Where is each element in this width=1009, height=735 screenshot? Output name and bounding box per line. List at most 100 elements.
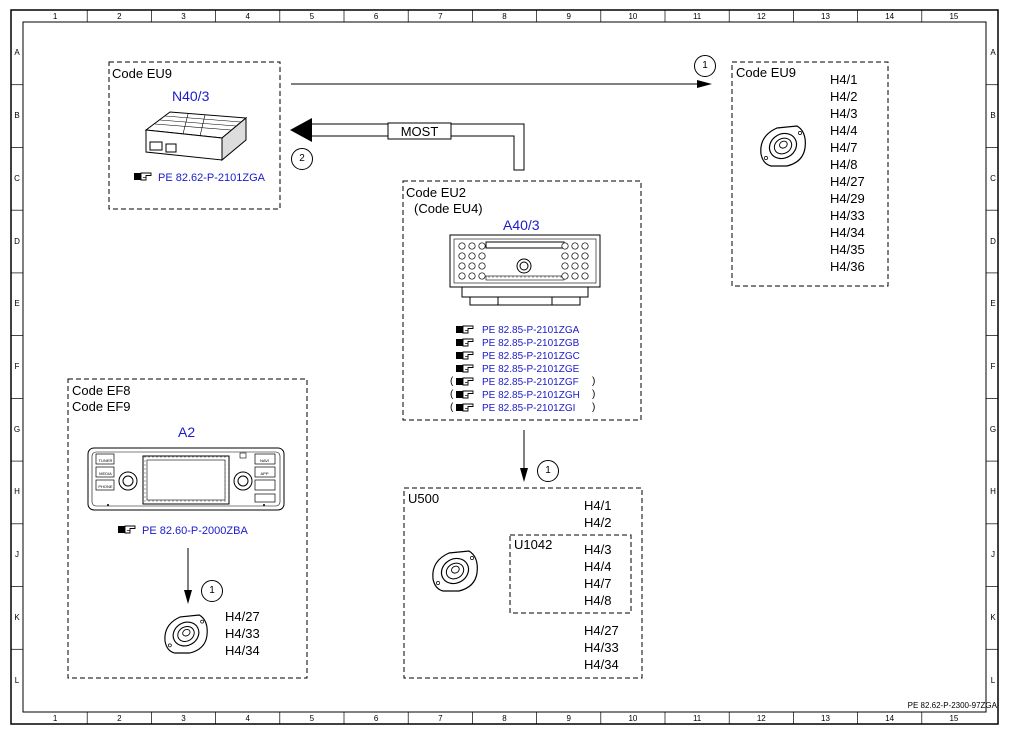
code-eu9-left: Code EU9 xyxy=(112,66,172,81)
callout-2: 2 xyxy=(291,148,313,170)
code-eu4: (Code EU4) xyxy=(414,201,483,216)
speaker-code: H4/35 xyxy=(830,242,865,257)
grid-col-label: 1 xyxy=(52,12,58,21)
ref-link[interactable]: PE 82.85-P-2101ZGB xyxy=(482,338,580,349)
speaker-code: H4/33 xyxy=(830,208,865,223)
arrow-head-right xyxy=(697,80,712,88)
code-u1042: U1042 xyxy=(514,537,553,552)
speaker-code: H4/27 xyxy=(225,609,260,624)
speaker-code: H4/29 xyxy=(830,191,865,206)
ref-eu9-left[interactable]: PE 82.62-P-2101ZGA xyxy=(158,172,266,184)
grid-row-label: G xyxy=(13,424,21,434)
ref-link[interactable]: PE 82.85-P-2101ZGA xyxy=(482,325,580,336)
grid-row-label: L xyxy=(14,675,20,685)
speaker-code: H4/7 xyxy=(584,576,612,591)
ref-link[interactable]: PE 82.85-P-2101ZGC xyxy=(482,351,580,362)
speaker-icon xyxy=(432,550,478,592)
ref-link[interactable]: PE 82.85-P-2101ZGI xyxy=(482,403,576,414)
ref-paren-open: ( xyxy=(450,402,454,413)
grid-row-label: H xyxy=(990,487,996,497)
speaker-code: H4/1 xyxy=(830,72,858,87)
speaker-icon xyxy=(760,125,806,167)
grid-col-label: 9 xyxy=(566,12,571,21)
grid-col-label: 3 xyxy=(181,12,186,21)
code-eu2: Code EU2 xyxy=(406,185,466,200)
block-u500-border xyxy=(403,487,643,679)
head-unit-icon xyxy=(449,234,601,306)
speaker-code: H4/4 xyxy=(584,559,612,574)
speaker-code: H4/34 xyxy=(830,225,865,240)
speaker-code: H4/8 xyxy=(584,593,612,608)
speaker-code: H4/34 xyxy=(225,643,260,658)
grid-col-label: 6 xyxy=(373,12,379,21)
speaker-code: H4/27 xyxy=(830,174,865,189)
ref-paren-open: ( xyxy=(450,376,454,387)
speaker-code: H4/1 xyxy=(584,498,612,513)
speaker-icon xyxy=(164,614,208,654)
grid-row-label: A xyxy=(990,48,996,58)
grid-col-label: 1 xyxy=(52,714,58,723)
inner-frame xyxy=(22,21,987,713)
grid-col-label: 10 xyxy=(628,12,638,21)
speaker-code: H4/36 xyxy=(830,259,865,274)
component-a40-3: A40/3 xyxy=(503,217,540,233)
code-u500: U500 xyxy=(408,491,440,506)
a2-button-label: PHONE xyxy=(98,484,113,489)
callout-1-bottom: 1 xyxy=(201,580,223,602)
hand-pointer-icon xyxy=(456,403,474,412)
ref-paren-close: ) xyxy=(592,402,596,413)
ref-paren-close: ) xyxy=(592,376,596,387)
grid-col-label: 11 xyxy=(692,12,702,21)
grid-row-label: A xyxy=(14,48,20,58)
callout-1-middle: 1 xyxy=(537,460,559,482)
hand-pointer-icon xyxy=(456,338,474,347)
component-a2: A2 xyxy=(178,424,196,440)
grid-col-label: 2 xyxy=(117,12,122,21)
a2-button-label: MEDIA xyxy=(99,471,112,476)
document-reference: PE 82.62-P-2300-97ZGA xyxy=(907,701,997,710)
grid-row-label: E xyxy=(14,299,20,309)
grid-col-label: 6 xyxy=(373,714,379,723)
ref-paren-close: ) xyxy=(592,389,596,400)
speaker-code: H4/2 xyxy=(584,515,612,530)
grid-row-label: B xyxy=(990,111,996,121)
most-label-box xyxy=(387,122,452,140)
grid-col-label: 3 xyxy=(181,714,186,723)
callout-1-top: 1 xyxy=(694,55,716,77)
grid-row-label: D xyxy=(990,236,996,246)
grid-col-label: 12 xyxy=(756,12,766,21)
grid-row-label: F xyxy=(14,362,20,371)
grid-row-label: J xyxy=(991,550,995,560)
ref-paren-open: ( xyxy=(450,389,454,400)
hand-pointer-icon xyxy=(456,377,474,386)
ref-link[interactable]: PE 82.85-P-2101ZGH xyxy=(482,390,580,401)
grid-row-label: H xyxy=(14,487,20,497)
grid-row-label: D xyxy=(14,236,20,246)
code-ef9: Code EF9 xyxy=(72,399,131,414)
most-bus-label: MOST xyxy=(400,124,439,139)
ref-ef8[interactable]: PE 82.60-P-2000ZBA xyxy=(142,525,248,537)
block-eu2-border xyxy=(402,180,642,421)
grid-col-label: 12 xyxy=(756,714,766,723)
hand-pointer-icon xyxy=(456,351,474,360)
speaker-code: H4/27 xyxy=(584,623,619,638)
speaker-code: H4/3 xyxy=(584,542,612,557)
grid-col-label: 10 xyxy=(628,714,638,723)
speaker-code: H4/8 xyxy=(830,157,858,172)
grid-col-label: 5 xyxy=(309,714,315,723)
grid-row-label: K xyxy=(990,612,996,622)
grid-col-label: 2 xyxy=(117,714,122,723)
grid-col-label: 15 xyxy=(949,714,959,723)
ref-link[interactable]: PE 82.85-P-2101ZGF xyxy=(482,377,579,388)
hand-pointer-icon xyxy=(134,172,152,181)
grid-col-label: 8 xyxy=(502,12,507,21)
code-ef8: Code EF8 xyxy=(72,383,131,398)
block-eu9-right-border xyxy=(731,61,889,287)
ref-link[interactable]: PE 82.85-P-2101ZGE xyxy=(482,364,580,375)
